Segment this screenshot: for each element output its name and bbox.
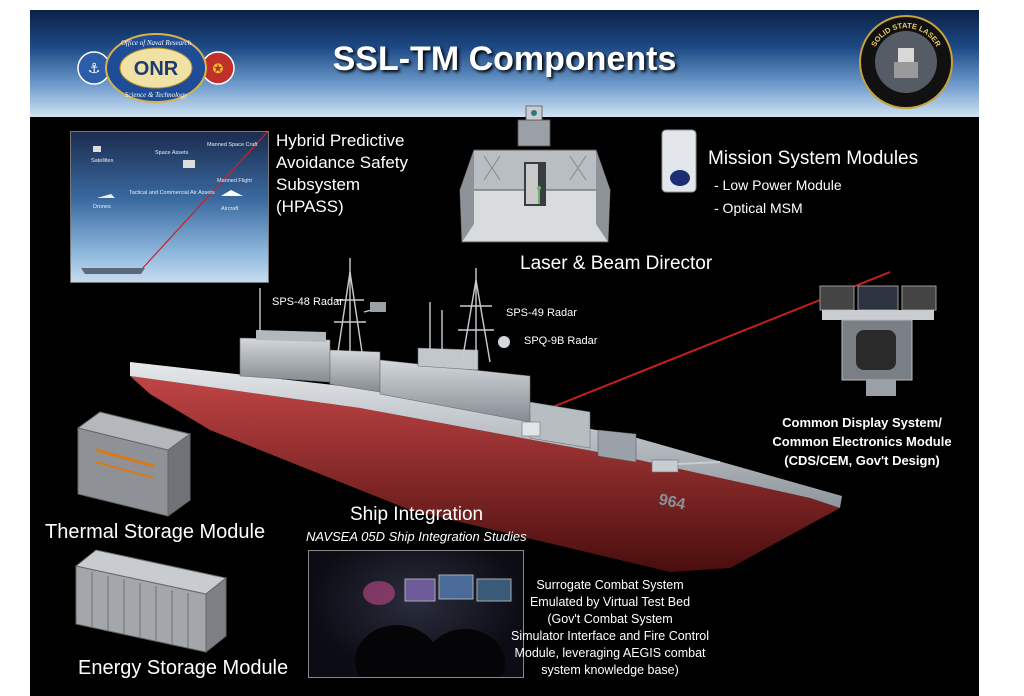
cds-label: Common Display System/ Common Electronic… <box>772 415 952 468</box>
forward-mast <box>334 258 387 353</box>
monitor-icon <box>404 578 436 602</box>
onr-ring-top-text: Office of Naval Research <box>121 39 192 47</box>
msm-item-low-power: - Low Power Module <box>714 177 842 193</box>
laser-beam-director-illustration <box>459 105 611 243</box>
airplane-icon <box>221 190 243 196</box>
msm-item-optical: - Optical MSM <box>714 200 803 216</box>
ship-illustration: 964 <box>74 105 937 654</box>
hpass-label-manned-flight: Manned Flight <box>217 178 252 184</box>
energy-storage-module-illustration <box>74 549 228 654</box>
ship-laser-turret <box>521 421 541 437</box>
hpass-label-manned-space-craft: Manned Space Craft <box>207 142 258 148</box>
sps-48-radar-label: SPS-48 Radar <box>272 296 343 308</box>
ship-integration-subtitle: NAVSEA 05D Ship Integration Studies <box>306 529 527 544</box>
energy-storage-label: Energy Storage Module <box>78 657 289 679</box>
spq-9b-radome <box>498 336 510 348</box>
spq-9b-radar-label: SPQ-9B Radar <box>524 335 598 347</box>
onr-letters: ONR <box>134 58 179 80</box>
hpass-label-air-assets: Tactical and Commercial Air Assets <box>129 190 215 196</box>
laser-path-line <box>140 127 272 271</box>
forward-superstructure <box>239 337 331 383</box>
anchor-icon: ⚓ <box>88 61 101 77</box>
surrogate-combat-label: Surrogate Combat System Emulated by Virt… <box>510 578 709 677</box>
main-mast <box>259 268 494 363</box>
hull-number: 964 <box>657 491 687 513</box>
onr-logo: ⚓ ✪ ONR Office of Naval Research Science… <box>77 33 235 103</box>
ship-integration-title: Ship Integration <box>350 504 484 525</box>
hpass-label-aircraft: Aircraft <box>221 206 239 212</box>
ship-hull <box>130 376 840 572</box>
hpass-image: Satellites Space Assets Manned Space Cra… <box>70 127 272 283</box>
drone-icon <box>97 194 115 198</box>
eagle-globe-icon: ✪ <box>213 62 224 77</box>
common-display-console-illustration <box>819 285 937 396</box>
satellite-icon <box>93 146 101 152</box>
laser-beam-director-label: Laser & Beam Director <box>520 253 713 274</box>
hpass-label-drones: Drones <box>93 204 111 210</box>
ship-silhouette-icon <box>81 268 145 274</box>
space-station-icon <box>183 160 195 168</box>
hpass-label: Hybrid Predictive Avoidance Safety Subsy… <box>276 131 408 216</box>
onr-ring-bottom-text: Science & Technology <box>125 91 188 99</box>
page-title: SSL-TM Components <box>332 40 677 78</box>
mission-system-module-illustration <box>661 129 697 193</box>
msm-title: Mission System Modules <box>708 148 919 169</box>
hpass-label-satellites: Satellites <box>91 158 114 164</box>
thermal-storage-label: Thermal Storage Module <box>45 521 266 543</box>
sps-49-radar-label: SPS-49 Radar <box>506 307 577 319</box>
header-banner: SSL-TM Components ⚓ ✪ ONR Office of Nava… <box>30 10 979 117</box>
slide: SSL-TM Components ⚓ ✪ ONR Office of Nava… <box>30 10 979 696</box>
thermal-storage-module-illustration <box>76 411 192 517</box>
hpass-label-space-assets: Space Assets <box>155 150 189 156</box>
ship-integration-photo <box>308 550 524 678</box>
solid-state-laser-logo: SOLID STATE LASER <box>859 15 953 109</box>
